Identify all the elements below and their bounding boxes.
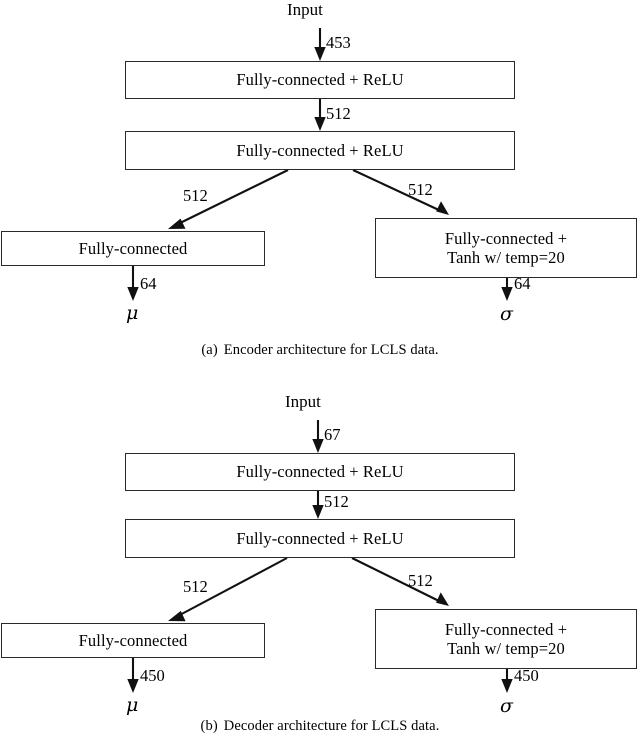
figure-decoder: Input 67 Fully-connected + ReLU 512 Full… <box>0 376 640 751</box>
encoder-caption-text: Encoder architecture for LCLS data. <box>223 342 439 358</box>
decoder-caption-text: Decoder architecture for LCLS data. <box>223 718 440 734</box>
decoder-edge-label-fc1-to-fc2: 512 <box>324 492 349 511</box>
encoder-diagram-stage: Input 453 Fully-connected + ReLU 512 Ful… <box>0 0 640 340</box>
decoder-output-mu: μ <box>126 694 139 716</box>
encoder-output-mu: μ <box>126 302 139 324</box>
encoder-edge-label-input-to-fc1: 453 <box>326 33 351 52</box>
decoder-edge-label-sigma-out: 450 <box>514 666 539 685</box>
decoder-edge-label-input-to-fc1: 67 <box>324 425 341 444</box>
decoder-caption-tag: (b) <box>200 718 218 734</box>
encoder-output-sigma: σ <box>500 303 513 325</box>
encoder-layer-fc1[interactable]: Fully-connected + ReLU <box>125 61 515 99</box>
encoder-input-label: Input <box>287 0 323 19</box>
decoder-edge-label-fc2-to-mu: 512 <box>183 577 208 596</box>
encoder-layer-sigma-branch[interactable]: Fully-connected + Tanh w/ temp=20 <box>375 218 637 278</box>
decoder-diagram-stage: Input 67 Fully-connected + ReLU 512 Full… <box>0 376 640 716</box>
decoder-input-label: Input <box>285 392 321 411</box>
encoder-edge-label-fc2-to-mu: 512 <box>183 186 208 205</box>
decoder-layer-fc2[interactable]: Fully-connected + ReLU <box>125 519 515 558</box>
decoder-arrows <box>127 420 513 693</box>
encoder-caption: (a) Encoder architecture for LCLS data. <box>0 342 640 359</box>
encoder-caption-tag: (a) <box>201 342 218 358</box>
encoder-layer-fc2[interactable]: Fully-connected + ReLU <box>125 131 515 170</box>
encoder-edge-label-fc1-to-fc2: 512 <box>326 104 351 123</box>
decoder-output-sigma: σ <box>500 695 513 717</box>
decoder-edge-label-mu-out: 450 <box>140 666 165 685</box>
encoder-arrows <box>127 28 513 301</box>
decoder-caption: (b) Decoder architecture for LCLS data. <box>0 718 640 735</box>
decoder-edge-label-fc2-to-sigma: 512 <box>408 571 433 590</box>
encoder-edge-label-fc2-to-sigma: 512 <box>408 180 433 199</box>
encoder-edge-label-sigma-out: 64 <box>514 274 531 293</box>
encoder-layer-mu-branch[interactable]: Fully-connected <box>1 231 265 266</box>
encoder-edge-label-mu-out: 64 <box>140 274 157 293</box>
decoder-layer-sigma-branch[interactable]: Fully-connected + Tanh w/ temp=20 <box>375 609 637 669</box>
decoder-layer-mu-branch[interactable]: Fully-connected <box>1 623 265 658</box>
decoder-layer-fc1[interactable]: Fully-connected + ReLU <box>125 453 515 491</box>
figure-encoder: Input 453 Fully-connected + ReLU 512 Ful… <box>0 0 640 375</box>
